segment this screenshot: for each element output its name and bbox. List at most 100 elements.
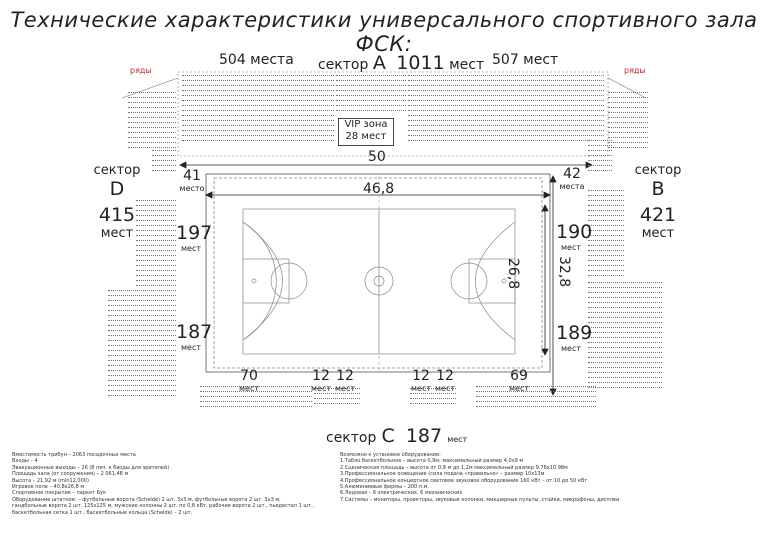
sector-a-left-seat-row bbox=[182, 115, 334, 120]
sector-a-centre-seat-row bbox=[336, 85, 406, 90]
sector-a-left-count: 504 места bbox=[219, 52, 294, 68]
sector-d-mid-seat-row bbox=[136, 265, 176, 270]
sector-a-left-wing-row bbox=[128, 137, 176, 142]
sector-d-top-seat-row bbox=[152, 170, 176, 175]
sector-b-low-seat-row bbox=[588, 367, 662, 372]
block-b-top-count: 42 bbox=[563, 166, 581, 182]
sector-b-top-seat-row bbox=[588, 160, 612, 165]
sector-a-label: сектор А 1011 мест bbox=[318, 52, 484, 74]
sector-b-letter: B bbox=[651, 178, 665, 200]
sector-a-right-seat-row bbox=[408, 115, 604, 120]
sector-a-right-wing-row bbox=[608, 122, 648, 127]
sector-b-mid-seat-row bbox=[588, 235, 624, 240]
sector-a-right-seat-row bbox=[408, 80, 604, 85]
sector-d-word: сектор bbox=[93, 163, 141, 178]
sector-a-letter: А bbox=[372, 52, 386, 74]
block-c6-count: 69 bbox=[510, 368, 528, 384]
sector-a-left-wing-row bbox=[128, 147, 176, 152]
sector-a-right-seat-row bbox=[408, 75, 604, 80]
sector-a-left-wing-row bbox=[128, 102, 176, 107]
sector-a-centre-seat-row bbox=[336, 110, 406, 115]
sector-b-low-seat-row bbox=[588, 327, 662, 332]
sector-b-label: сектор B 421 мест bbox=[630, 163, 686, 241]
block-d-top: 41 место bbox=[178, 168, 206, 193]
block-d-mid-unit: мест bbox=[180, 244, 201, 253]
sector-a-left-seat-row bbox=[182, 105, 334, 110]
sector-a-centre-seat-row bbox=[336, 100, 406, 105]
sector-a-left-seat-row bbox=[182, 75, 334, 80]
vip-zone: VIP зона 28 мест bbox=[338, 118, 394, 146]
sector-d-low-seat-row bbox=[108, 350, 176, 355]
notes-right-line: 5.Алюминиевые фермы – 200 п.м. bbox=[340, 484, 430, 491]
notes-left-line: Спортивное покрытие – паркет Бук bbox=[12, 490, 106, 497]
sector-d-mid-seat-row bbox=[136, 275, 176, 280]
rows-label-left: ряды bbox=[130, 66, 152, 75]
block-b-top-unit: места bbox=[559, 182, 585, 191]
sector-a-left-wing-row bbox=[128, 107, 176, 112]
sector-d-mid-seat-row bbox=[136, 230, 176, 235]
sector-b-low-seat-row bbox=[588, 387, 662, 392]
sector-d-low-seat-row bbox=[108, 325, 176, 330]
sector-d-mid-seat-row bbox=[136, 200, 176, 205]
sector-b-mid-seat-row bbox=[588, 205, 624, 210]
vip-zone-count: 28 мест bbox=[345, 131, 387, 142]
sector-c-right-seat-row bbox=[476, 406, 596, 411]
sector-c-left-seat-row bbox=[200, 406, 312, 411]
block-b-low-unit: мест bbox=[560, 344, 581, 353]
sector-b-unit: мест bbox=[641, 226, 675, 241]
sector-b-low-seat-row bbox=[588, 382, 662, 387]
sector-d-top-seat-row bbox=[152, 160, 176, 165]
notes-left-line: Эвакуационные выходы – 26 (8 печ. к 6вод… bbox=[12, 464, 170, 471]
sector-a-right-wing-row bbox=[608, 132, 648, 137]
sector-b-mid-seat-row bbox=[588, 245, 624, 250]
sector-d-mid-seat-row bbox=[136, 205, 176, 210]
sector-d-mid-seat-row bbox=[136, 260, 176, 265]
sector-c-centre-right-seat-row bbox=[410, 388, 456, 393]
sector-b-mid-seat-row bbox=[588, 230, 624, 235]
sector-d-low-seat-row bbox=[108, 340, 176, 345]
sector-b-low-seat-row bbox=[588, 357, 662, 362]
dim-outer-width: 50 bbox=[368, 149, 386, 165]
block-c4: 12 мест bbox=[410, 368, 432, 393]
block-d-mid-count: 197 bbox=[176, 222, 213, 244]
sector-c-right-seat-row bbox=[476, 396, 596, 401]
sector-a-right-seat-row bbox=[408, 140, 604, 145]
sector-b-top-seat-row bbox=[588, 170, 612, 175]
notes-left-line: Входы – 4 bbox=[12, 458, 38, 465]
sector-a-right-wing-row bbox=[608, 147, 648, 152]
notes-right-line: 7.Системы – мониторы, проекторы, звуковы… bbox=[340, 496, 620, 503]
sector-c-centre-right-seat-row bbox=[410, 398, 456, 403]
sector-b-top-seat-row bbox=[588, 145, 612, 150]
sector-b-low-seat-row bbox=[588, 332, 662, 337]
sector-d-mid-seat-row bbox=[136, 280, 176, 285]
sector-a-right-wing-row bbox=[608, 92, 648, 97]
sector-b-mid-seat-row bbox=[588, 190, 624, 195]
sector-a-left-wing-row bbox=[128, 112, 176, 117]
sector-a-right-seat-row bbox=[408, 130, 604, 135]
sector-b-mid-seat-row bbox=[588, 240, 624, 245]
sector-b-word: сектор bbox=[634, 163, 682, 178]
notes-right-line: 6.Ледовая – 6 электрических, 6 механичес… bbox=[340, 490, 463, 497]
sector-a-right-wing-row bbox=[608, 117, 648, 122]
notes-left-line: баскетбольная сетка 1 шт., баскетбольные… bbox=[12, 509, 193, 516]
sector-b-count: 421 bbox=[639, 204, 677, 226]
notes-right-line: 4.Профессиональное концертное световое з… bbox=[340, 477, 588, 484]
sector-a-left-wing-row bbox=[128, 127, 176, 132]
sector-b-low-seat-row bbox=[588, 337, 662, 342]
sector-c-right-seat-row bbox=[476, 386, 596, 391]
dimension-lines bbox=[179, 161, 593, 396]
sector-d-low-seat-row bbox=[108, 320, 176, 325]
sector-b-low-seat-row bbox=[588, 377, 662, 382]
sector-a-right-wing-row bbox=[608, 112, 648, 117]
sector-a-left-seat-row bbox=[182, 80, 334, 85]
sector-d-top-seat-row bbox=[152, 165, 176, 170]
sector-d-low-seat-row bbox=[108, 310, 176, 315]
sector-b-low-seat-row bbox=[588, 292, 662, 297]
sector-a-left-wing-row bbox=[128, 132, 176, 137]
rows-label-right: ряды bbox=[624, 66, 646, 75]
sector-b-mid-seat-row bbox=[588, 270, 624, 275]
sector-b-low-seat-row bbox=[588, 287, 662, 292]
dim-inner-height: 26,8 bbox=[505, 258, 521, 290]
sector-d-low-seat-row bbox=[108, 380, 176, 385]
sector-d-letter: D bbox=[109, 178, 125, 200]
